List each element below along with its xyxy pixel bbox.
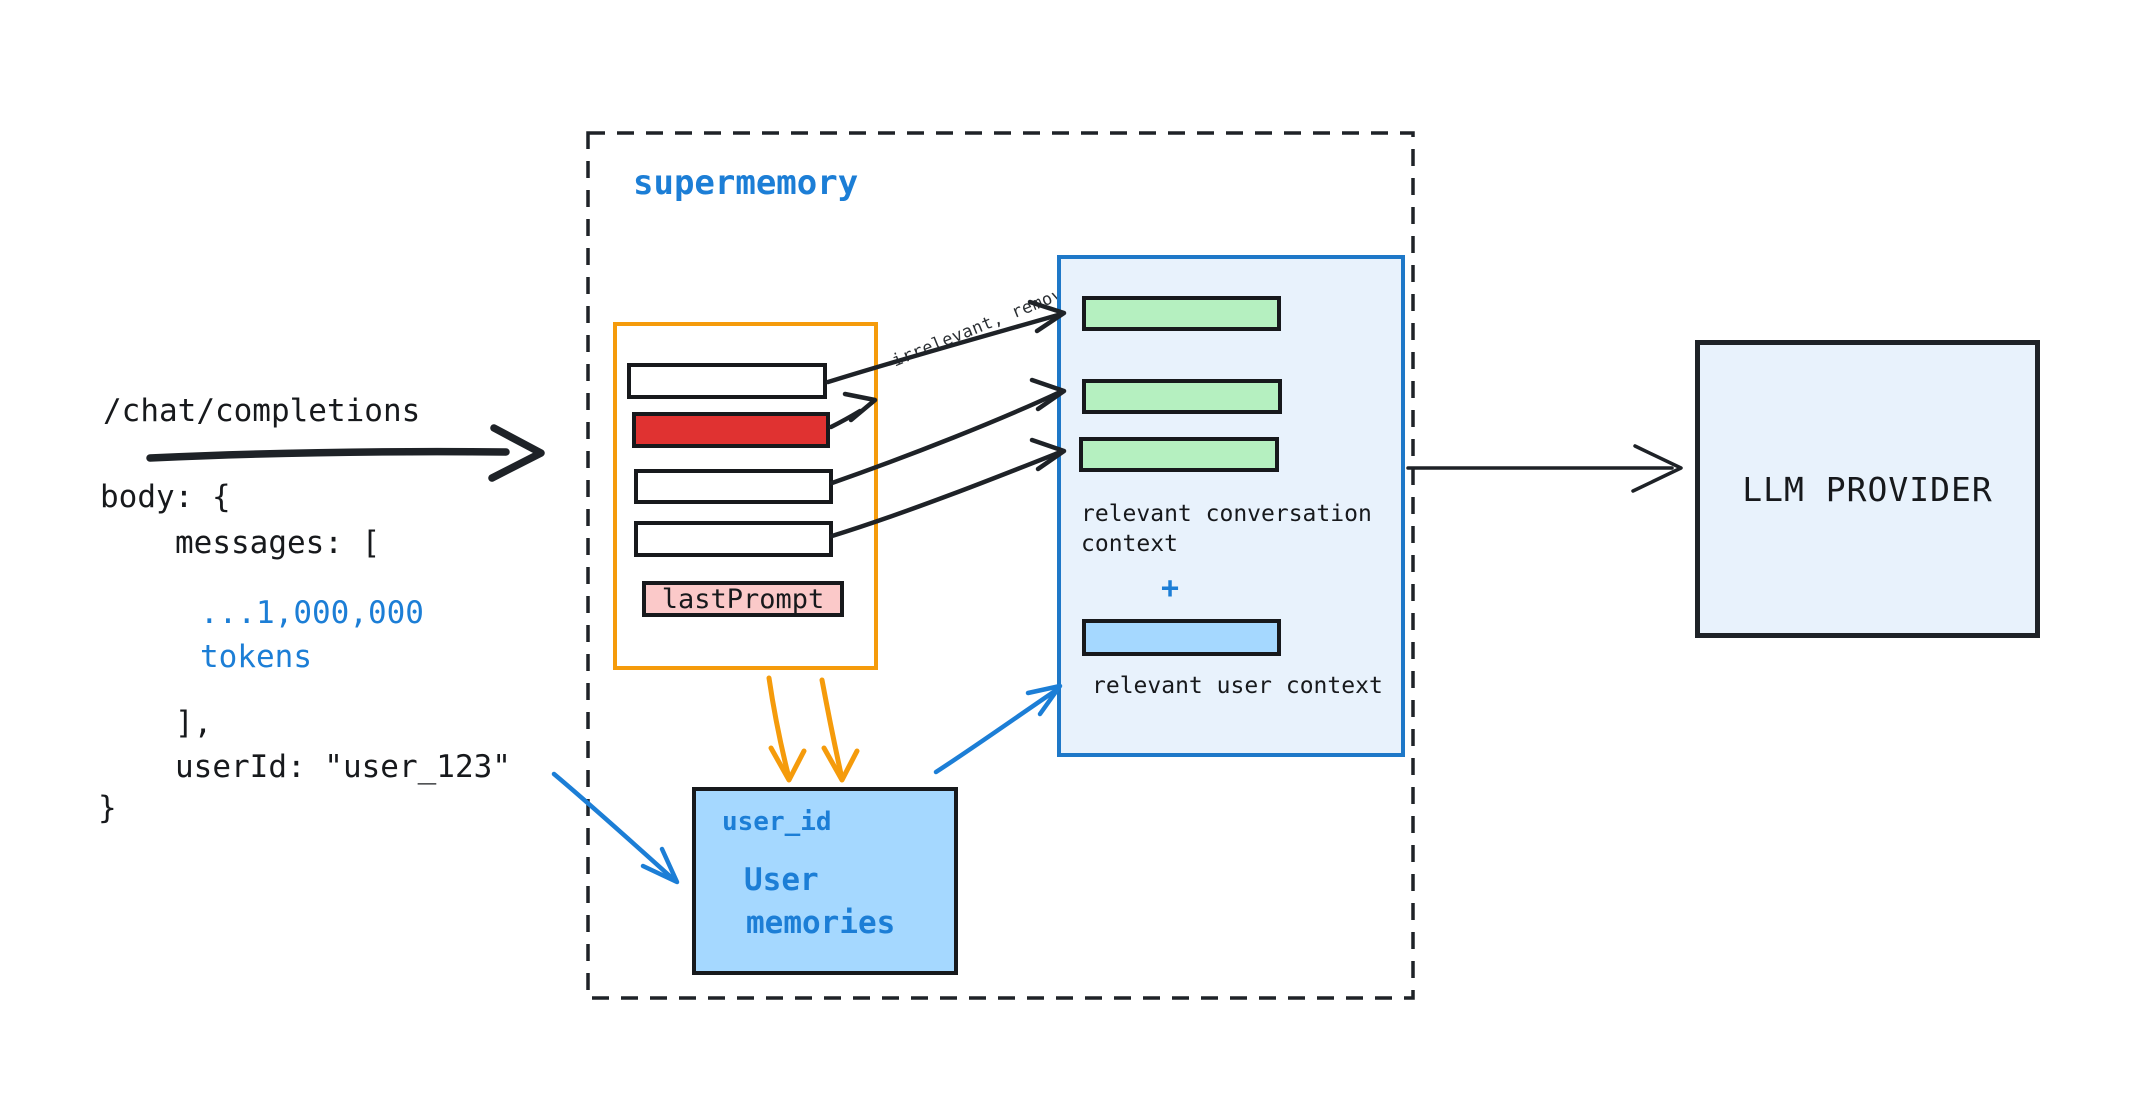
token-count-line-1: ...1,000,000: [200, 595, 424, 631]
context-row-conversation-3: [1079, 437, 1279, 472]
conversation-context-label-line-2: context: [1081, 531, 1178, 557]
request-user-id-line: userId: "user_123": [175, 749, 511, 785]
llm-provider-box: LLM PROVIDER: [1695, 340, 2040, 638]
prompt-to-memories-arrow-2: [819, 677, 860, 783]
request-messages-close: ],: [175, 705, 213, 741]
supermemory-title: supermemory: [633, 163, 859, 203]
userid-to-memories-arrow: [551, 771, 680, 885]
irrelevant-removed-note: irrelevant, removed: [889, 276, 1086, 372]
user-id-key-label: user_id: [722, 807, 832, 837]
message-row-kept-1: [627, 363, 827, 399]
memories-to-context-arrow: [933, 683, 1063, 775]
message-row-kept-2: [634, 469, 833, 504]
context-row-conversation-2: [1082, 379, 1282, 414]
request-messages-open: messages: [: [175, 525, 381, 561]
context-row-conversation-1: [1082, 296, 1281, 331]
conversation-context-label-line-1: relevant conversation: [1081, 501, 1372, 527]
user-memories-label-line-1: User: [744, 862, 819, 898]
relevant-context-box: relevant conversation context + relevant…: [1057, 255, 1405, 757]
endpoint-label: /chat/completions: [103, 393, 421, 429]
user-memories-box: user_id User memories: [692, 787, 958, 975]
request-body-open: body: {: [100, 479, 231, 515]
user-context-label: relevant user context: [1092, 673, 1383, 699]
message-row-kept-3: [634, 521, 833, 557]
last-prompt-label: lastPrompt: [661, 583, 825, 615]
context-to-llm-arrow: [1406, 444, 1683, 493]
prompt-stack-box: lastPrompt: [613, 322, 878, 670]
last-prompt-chip: lastPrompt: [642, 581, 844, 617]
request-arrow: [146, 424, 545, 482]
user-memories-label-line-2: memories: [746, 905, 896, 941]
request-body-close: }: [98, 790, 117, 826]
context-row-user: [1082, 619, 1281, 656]
prompt-to-memories-arrow-1: [766, 675, 807, 783]
plus-sign: +: [1161, 571, 1180, 606]
llm-provider-label: LLM PROVIDER: [1742, 469, 1993, 509]
token-count-line-2: tokens: [200, 639, 312, 675]
message-row-removed: [632, 412, 830, 448]
